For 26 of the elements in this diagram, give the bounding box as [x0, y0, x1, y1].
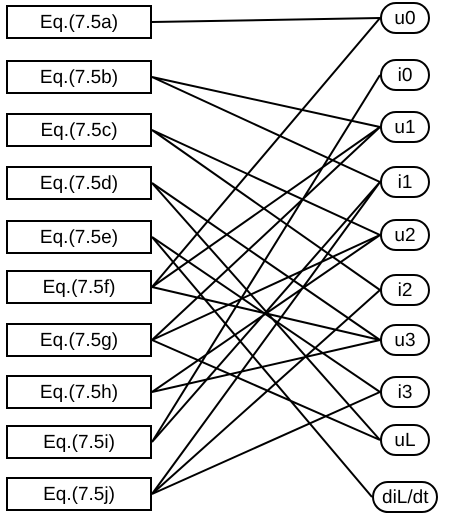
- connector-line: [151, 182, 381, 341]
- connector-line: [152, 129, 380, 236]
- equation-box: Eq.(7.5f): [6, 270, 152, 304]
- connector-line: [152, 339, 380, 393]
- connector-line: [151, 74, 381, 443]
- connector-line: [152, 76, 380, 183]
- connector-line: [152, 286, 380, 341]
- connector-line: [152, 76, 380, 128]
- connector-line: [152, 234, 380, 341]
- equation-box: Eq.(7.5g): [6, 323, 152, 357]
- connector-line: [152, 339, 380, 441]
- connector-line: [151, 289, 381, 495]
- connector-line: [151, 17, 381, 288]
- equation-box: Eq.(7.5i): [6, 425, 152, 459]
- connector-line: [151, 126, 381, 341]
- equation-box: Eq.(7.5b): [6, 60, 152, 94]
- equation-box: Eq.(7.5e): [6, 220, 152, 254]
- equation-box: Eq.(7.5j): [6, 477, 152, 511]
- equation-box: Eq.(7.5d): [6, 166, 152, 200]
- equation-box: Eq.(7.5c): [6, 113, 152, 147]
- connector-line: [152, 391, 380, 495]
- equation-box: Eq.(7.5a): [6, 5, 152, 39]
- connector-line: [151, 181, 381, 495]
- connector-line: [152, 17, 380, 23]
- equation-box: Eq.(7.5h): [6, 375, 152, 409]
- connector-line: [151, 236, 373, 498]
